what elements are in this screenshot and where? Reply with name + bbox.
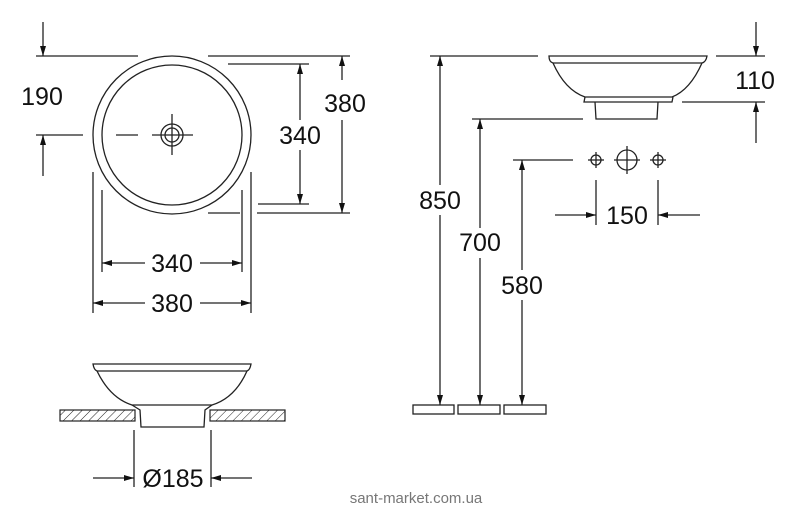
countertop-right — [209, 409, 286, 422]
countertop-left — [59, 409, 136, 422]
floor-block — [412, 404, 455, 415]
dim-700: 700 — [459, 229, 501, 257]
section-view: Ø185 — [59, 363, 286, 493]
basin-side-profile — [548, 55, 708, 98]
dim-580: 580 — [501, 272, 543, 300]
tap-holes-icon — [588, 146, 666, 174]
dim-185-diameter: Ø185 — [142, 465, 203, 493]
dim-380-horizontal: 380 — [151, 290, 193, 318]
dim-340-horizontal: 340 — [151, 250, 193, 278]
basin-section-profile — [92, 363, 252, 406]
dim-150: 150 — [606, 202, 648, 230]
dim-110: 110 — [735, 67, 775, 95]
basin-outer-rim — [92, 55, 252, 215]
floor-block — [503, 404, 547, 415]
basin-inner-rim — [101, 64, 243, 206]
side-view: 850 700 580 150 110 — [412, 22, 775, 415]
dim-380-vertical: 380 — [324, 90, 366, 118]
dim-190: 190 — [21, 83, 63, 111]
drain-icon — [116, 114, 193, 155]
dim-340-vertical: 340 — [279, 122, 321, 150]
watermark: sant-market.com.ua — [350, 490, 483, 507]
top-view: 190 340 380 340 380 — [21, 22, 366, 318]
floor-block — [457, 404, 501, 415]
dim-850: 850 — [419, 187, 461, 215]
